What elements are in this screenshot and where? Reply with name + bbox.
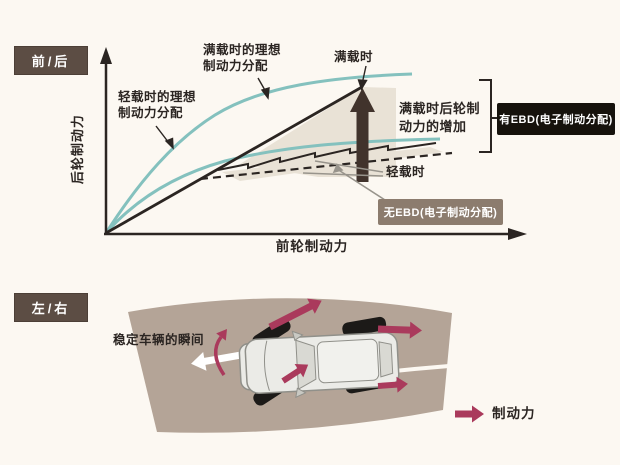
x-axis-label: 前轮制动力 — [275, 239, 349, 254]
left-right-tag: 左/右 — [15, 294, 87, 321]
car-mirror-left — [291, 330, 304, 342]
brake-force-arrows — [268, 298, 484, 423]
stabilize-label: 稳定车辆的瞬间 — [113, 333, 205, 347]
rear-force-increase-arrow — [350, 88, 375, 182]
front-rear-tag: 前/后 — [15, 47, 87, 74]
full-load-ebd-line — [105, 85, 363, 235]
legend-brake-arrow-icon — [455, 405, 484, 423]
full-load-ideal-label: 满载时的理想 制动力分配 — [203, 43, 282, 73]
full-load-ideal-curve — [104, 72, 413, 234]
no-ebd-dashed-line — [199, 151, 453, 181]
gray-leader-lines — [302, 160, 386, 201]
front-rear-chart — [100, 47, 527, 240]
car-rear-window — [378, 341, 394, 378]
rear-increase-label: 满载时后轮制 动力的增加 — [399, 101, 481, 135]
x-axis-arrow-icon — [508, 228, 527, 240]
brake-arrow-front-left-icon — [268, 298, 322, 331]
brake-arrow-rear-right-icon — [377, 376, 408, 393]
brake-arrow-rear-left-icon — [377, 321, 422, 339]
without-ebd-box: 无EBD(电子制动分配) — [378, 199, 503, 225]
axes — [104, 62, 510, 236]
car-roof — [316, 338, 380, 384]
left-right-scene — [128, 298, 484, 433]
with-ebd-box: 有EBD(电子制动分配) — [497, 103, 615, 135]
light-load-ideal-label: 轻载时的理想 制动力分配 — [118, 90, 197, 120]
y-axis-label: 后轮制动力 — [69, 114, 85, 185]
yaw-curve-arrow-icon — [214, 329, 227, 376]
full-load-label: 满载时 — [334, 50, 374, 64]
light-load-ebd-step-line — [217, 142, 437, 171]
car-mirror-right — [295, 387, 307, 399]
legend-label: 制动力 — [492, 406, 536, 421]
light-load-label: 轻载时 — [386, 165, 426, 179]
brake-arrow-front-right-icon — [281, 363, 309, 384]
light-load-ideal-curve — [104, 137, 441, 234]
dark-leader-arrows — [155, 65, 368, 150]
with-ebd-bracket — [479, 79, 497, 153]
y-axis-arrow-icon — [100, 47, 112, 64]
